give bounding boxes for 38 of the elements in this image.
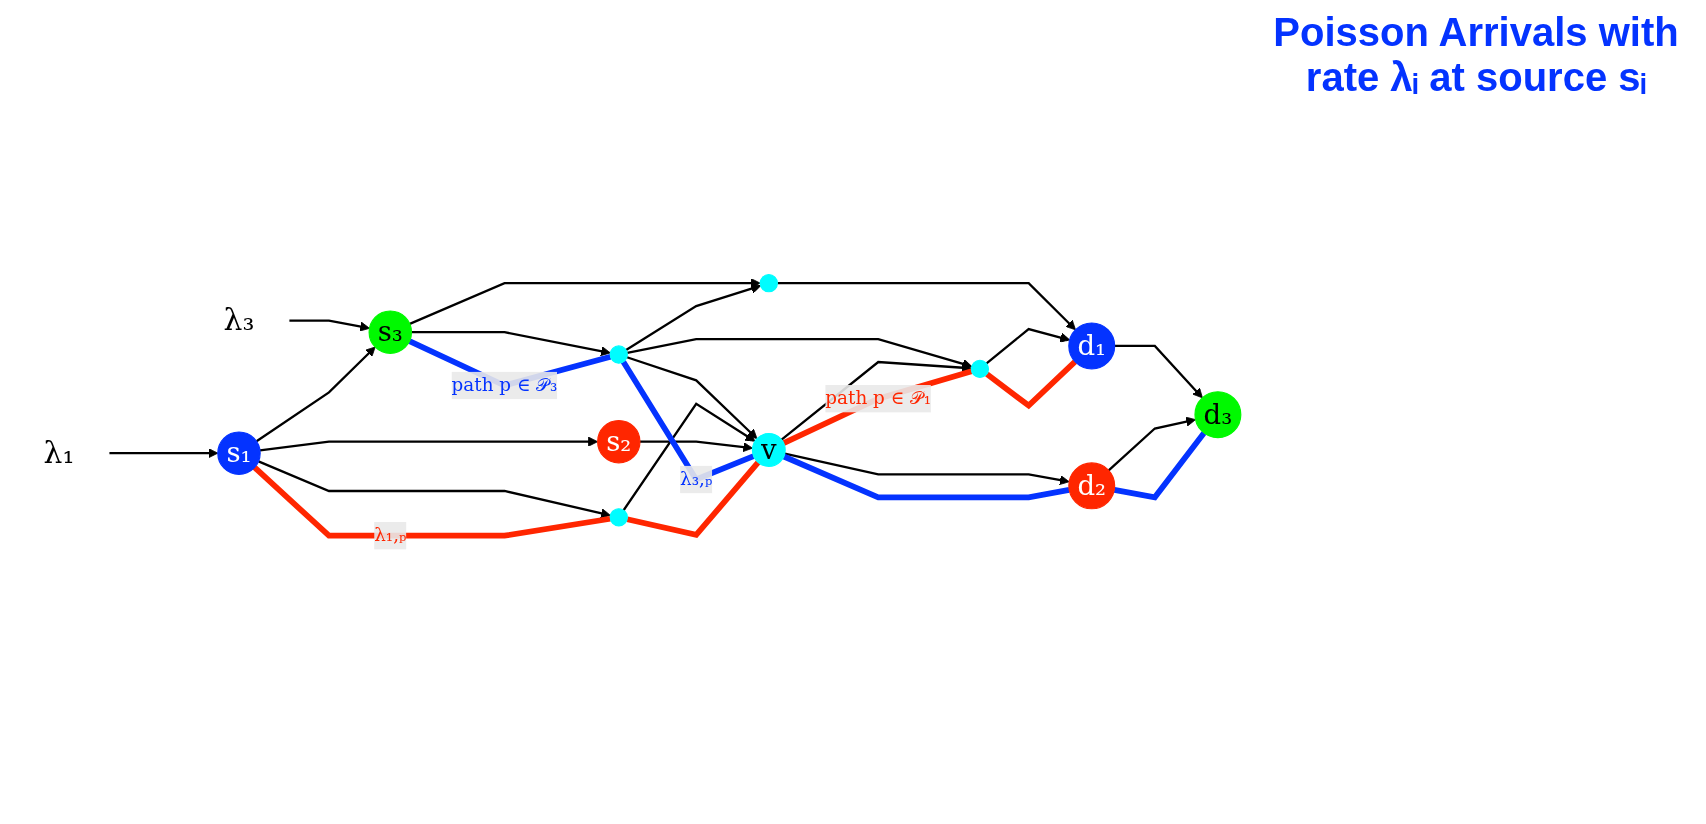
edge-label: path p ∈ 𝒫₁ [825, 387, 932, 410]
connector [626, 460, 761, 538]
arrow [625, 283, 762, 351]
arrow [627, 337, 973, 369]
arrow [1107, 416, 1196, 472]
node-circle: d₁ [1068, 322, 1116, 370]
connector [782, 453, 1070, 501]
node-circle: d₂ [1068, 462, 1116, 510]
arrow [1114, 344, 1203, 399]
node-circle [609, 345, 628, 364]
node-circle: s₁ [217, 431, 261, 475]
arrow [288, 319, 370, 332]
title: Poisson Arrivals with rate λᵢ at source sᵢ [1272, 10, 1680, 100]
arrow [411, 331, 611, 357]
arrow [985, 327, 1071, 365]
node-text: λ₃ [223, 302, 255, 338]
arrow [409, 278, 761, 325]
node-text: λ₁ [43, 435, 75, 470]
node-circle [609, 508, 628, 527]
connector [782, 368, 973, 446]
arrow [784, 452, 1070, 486]
connector [1113, 431, 1207, 501]
edge-label: path p ∈ 𝒫₃ [451, 374, 558, 396]
node-circle: s₃ [368, 310, 413, 354]
arrow [255, 346, 376, 443]
arrow [626, 356, 758, 440]
edge-label: λ₃,ₚ [680, 468, 713, 490]
node-circle: d₃ [1194, 391, 1242, 439]
arrow [777, 282, 1076, 331]
arrow [622, 402, 756, 511]
edge-label: λ₁,ₚ [374, 524, 407, 547]
node-circle [759, 273, 778, 293]
arrow [639, 440, 753, 453]
node-circle: v [751, 433, 786, 467]
connector [252, 465, 611, 539]
arrow [258, 460, 611, 519]
node-circle: s₂ [597, 419, 641, 464]
node-circle [970, 359, 990, 379]
